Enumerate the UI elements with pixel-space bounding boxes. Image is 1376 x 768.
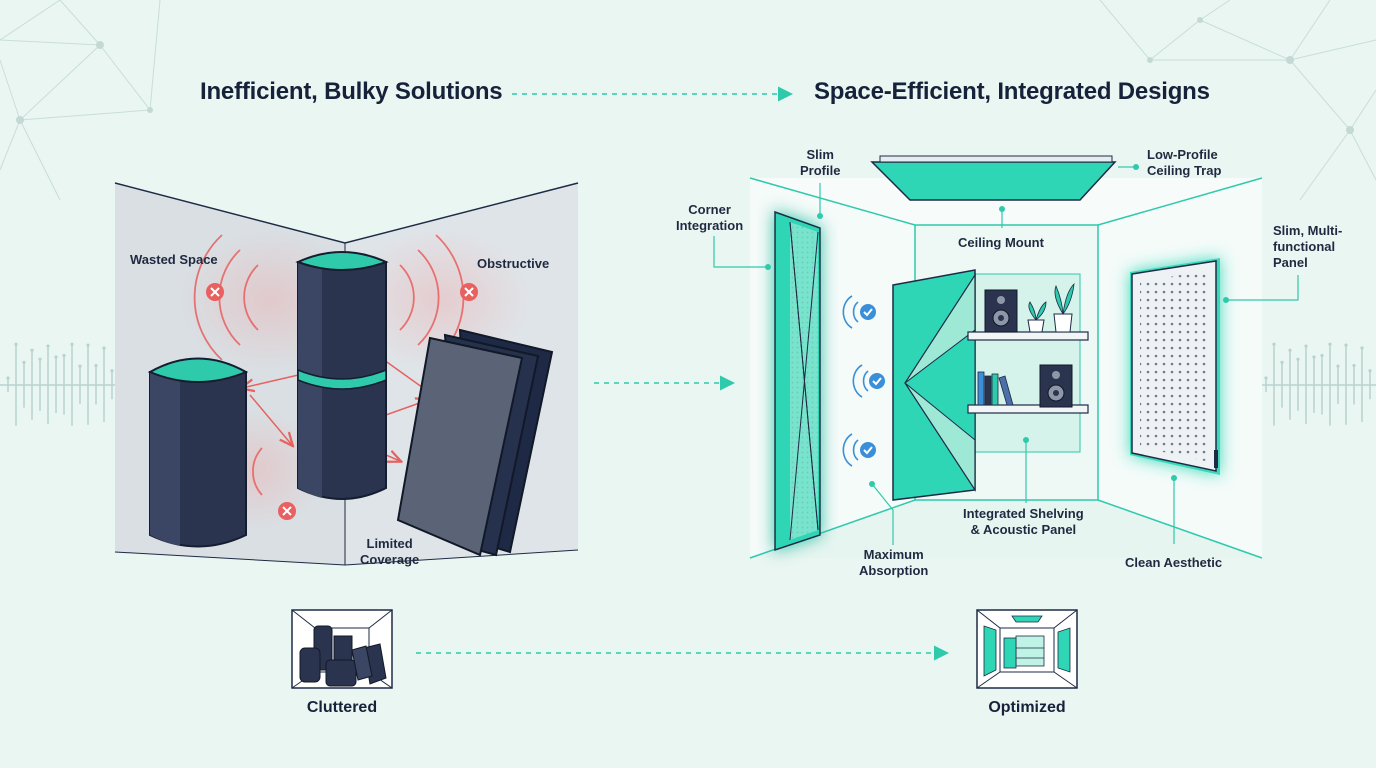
label-wasted-space: Wasted Space bbox=[130, 252, 218, 267]
cluttered-room-illustration bbox=[114, 182, 579, 566]
sound-wave-left bbox=[0, 342, 120, 426]
network-nodes bbox=[16, 17, 1354, 134]
label-maximum-absorption: Maximum Absorption bbox=[859, 547, 929, 578]
caption-optimized: Optimized bbox=[988, 699, 1066, 716]
sound-wave-right bbox=[1256, 342, 1376, 426]
label-clean-aesthetic: Clean Aesthetic bbox=[1125, 555, 1223, 570]
label-corner-integration: Corner Integration bbox=[676, 202, 744, 233]
optimized-room-icon bbox=[976, 609, 1078, 689]
label-obstructive: Obstructive bbox=[477, 256, 550, 271]
label-low-profile-ceiling-trap: Low-Profile Ceiling Trap bbox=[1147, 147, 1222, 178]
cluttered-room-icon bbox=[291, 609, 393, 689]
label-slim-multifunctional-panel: Slim, Multi- functional Panel bbox=[1273, 223, 1343, 270]
title-space-efficient: Space-Efficient, Integrated Designs bbox=[814, 78, 1210, 105]
label-ceiling-mount: Ceiling Mount bbox=[958, 235, 1044, 250]
title-inefficient: Inefficient, Bulky Solutions bbox=[200, 78, 503, 105]
caption-cluttered: Cluttered bbox=[306, 699, 378, 716]
label-limited-coverage: Limited Coverage bbox=[360, 536, 420, 567]
label-integrated-shelving: Integrated Shelving & Acoustic Panel bbox=[963, 506, 1084, 537]
label-slim-profile: Slim Profile bbox=[800, 147, 841, 178]
optimized-room-illustration bbox=[713, 155, 1299, 559]
